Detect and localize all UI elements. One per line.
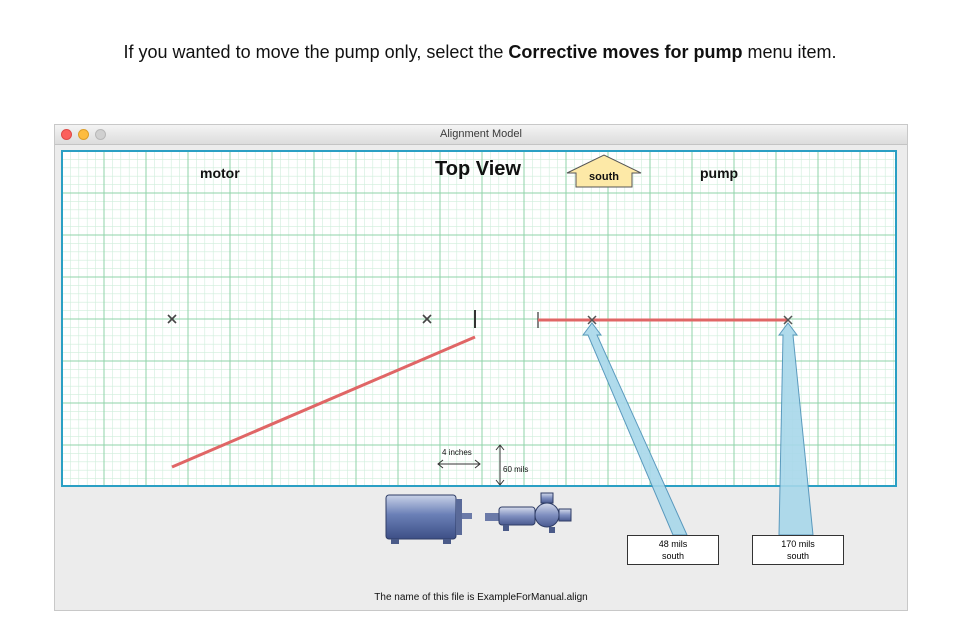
view-title: Top View: [435, 158, 521, 180]
south-direction-arrow-icon: [566, 154, 642, 188]
instruction-suffix: menu item.: [742, 42, 837, 62]
pump-illustration-icon: [485, 492, 572, 533]
pump-foot-marker-left-icon: [587, 315, 597, 325]
file-name-status: The name of this file is ExampleForManua…: [374, 592, 588, 603]
callout-2-direction: south: [786, 551, 810, 561]
callout-2-amount: 170 mils: [781, 539, 815, 549]
horizontal-scale-label: 4 inches: [442, 448, 472, 457]
motor-illustration-icon: [385, 494, 472, 544]
instruction-emphasis: Corrective moves for pump: [508, 42, 743, 62]
motor-label: motor: [200, 165, 240, 181]
direction-label: south: [589, 171, 619, 183]
minimize-window-button[interactable]: [78, 129, 89, 140]
alignment-canvas[interactable]: [55, 125, 907, 610]
callout-pointer-2: [778, 322, 814, 536]
motor-shaft-line: [171, 335, 476, 469]
pump-label: pump: [700, 165, 739, 181]
motor-foot-marker-right-icon: [422, 314, 432, 324]
callout-1-amount: 48 mils: [658, 539, 688, 549]
zoom-window-button[interactable]: [95, 129, 106, 140]
pump-foot-marker-right-icon: [783, 315, 793, 325]
grid-border: [61, 150, 897, 487]
motor-foot-marker-left-icon: [167, 314, 177, 324]
vertical-scale-arrow-icon: [495, 444, 505, 486]
pump-move-callout-2: 170 mils south: [752, 535, 844, 565]
close-window-button[interactable]: [61, 129, 72, 140]
instruction-text: If you wanted to move the pump only, sel…: [0, 42, 960, 63]
callout-pointer-1: [582, 322, 688, 536]
callout-1-direction: south: [661, 551, 685, 561]
horizontal-scale-arrow-icon: [437, 459, 481, 469]
vertical-scale-label: 60 mils: [503, 465, 529, 474]
instruction-prefix: If you wanted to move the pump only, sel…: [123, 42, 509, 62]
alignment-model-window: Alignment Model: [54, 124, 908, 611]
window-title: Alignment Model: [440, 128, 522, 140]
pump-move-callout-1: 48 mils south: [627, 535, 719, 565]
window-titlebar[interactable]: Alignment Model: [55, 125, 907, 145]
